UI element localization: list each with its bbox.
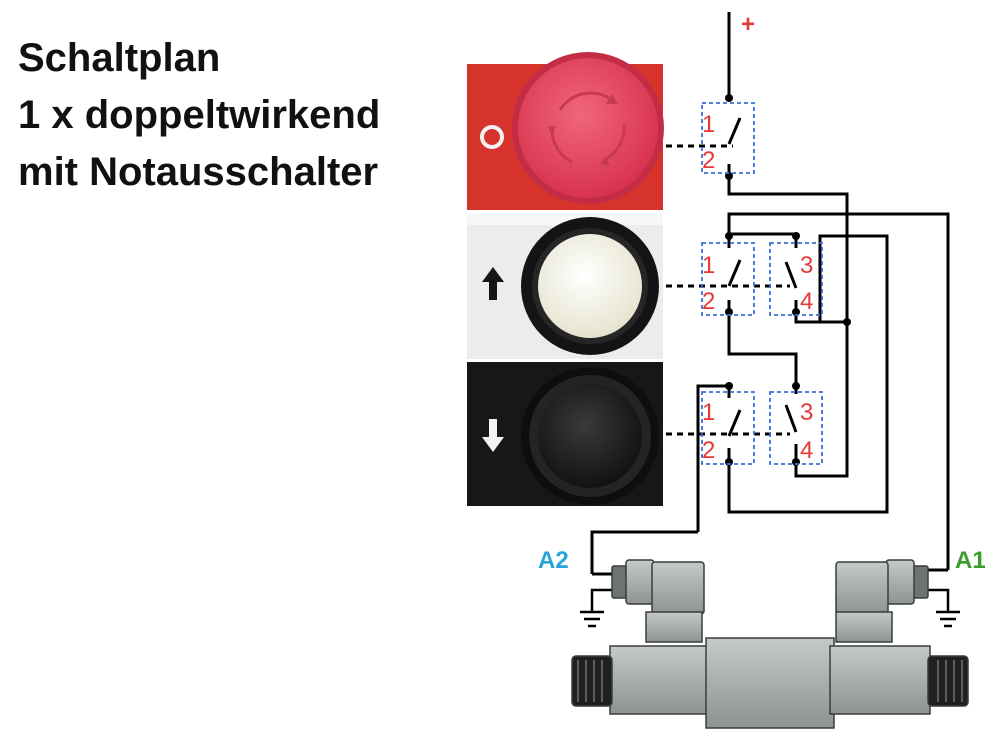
down-nc-contact-block — [701, 391, 755, 465]
directional-valve — [571, 559, 969, 729]
up-no-contact-block — [769, 242, 823, 316]
stop-contact-block — [701, 102, 755, 174]
up-nc-terminal-2: 2 — [702, 288, 715, 315]
ground-icon-left — [580, 588, 612, 628]
valve-body — [705, 637, 835, 729]
ground-icon-right — [928, 588, 960, 628]
solenoid-right — [829, 645, 931, 715]
up-nc-contact-block — [701, 242, 755, 316]
diagram-title: Schaltplan 1 x doppeltwirkend mit Notaus… — [18, 30, 380, 201]
contact-blocks — [701, 102, 823, 465]
down-no-terminal-3: 3 — [800, 399, 813, 426]
down-button — [467, 362, 663, 506]
down-nc-terminal-2: 2 — [702, 437, 715, 464]
arrow-up-icon — [482, 267, 504, 300]
coil-a2-label: A2 — [538, 547, 569, 574]
up-no-terminal-3: 3 — [800, 252, 813, 279]
junction-dots — [725, 94, 851, 466]
solenoid-left — [609, 645, 711, 715]
arrow-down-icon — [482, 419, 504, 452]
emergency-stop-button — [467, 52, 664, 210]
connector-plug-right — [835, 559, 929, 643]
down-no-contact-block — [769, 391, 823, 465]
connector-plug-left — [611, 559, 705, 643]
stop-symbol-icon — [480, 125, 504, 149]
down-nc-terminal-1: 1 — [702, 399, 715, 426]
down-button-cap — [538, 384, 642, 488]
supply-plus-label: + — [741, 11, 755, 38]
title-line-2: 1 x doppeltwirkend — [18, 93, 381, 137]
stop-mushroom-head — [518, 58, 658, 198]
knob-ribs — [577, 660, 963, 702]
title-line-1: Schaltplan — [18, 36, 221, 80]
up-nc-terminal-1: 1 — [702, 252, 715, 279]
coil-a1-label: A1 — [955, 547, 986, 574]
stop-terminal-2: 2 — [702, 147, 715, 174]
up-no-terminal-4: 4 — [800, 288, 813, 315]
title-line-3: mit Notausschalter — [18, 150, 379, 194]
up-button-cap — [538, 234, 642, 338]
stop-terminal-1: 1 — [702, 111, 715, 138]
wires — [590, 12, 950, 576]
up-button — [467, 213, 663, 359]
terminal-numbers: 1 2 1 2 3 4 1 2 3 4 — [702, 111, 813, 464]
down-no-terminal-4: 4 — [800, 437, 813, 464]
